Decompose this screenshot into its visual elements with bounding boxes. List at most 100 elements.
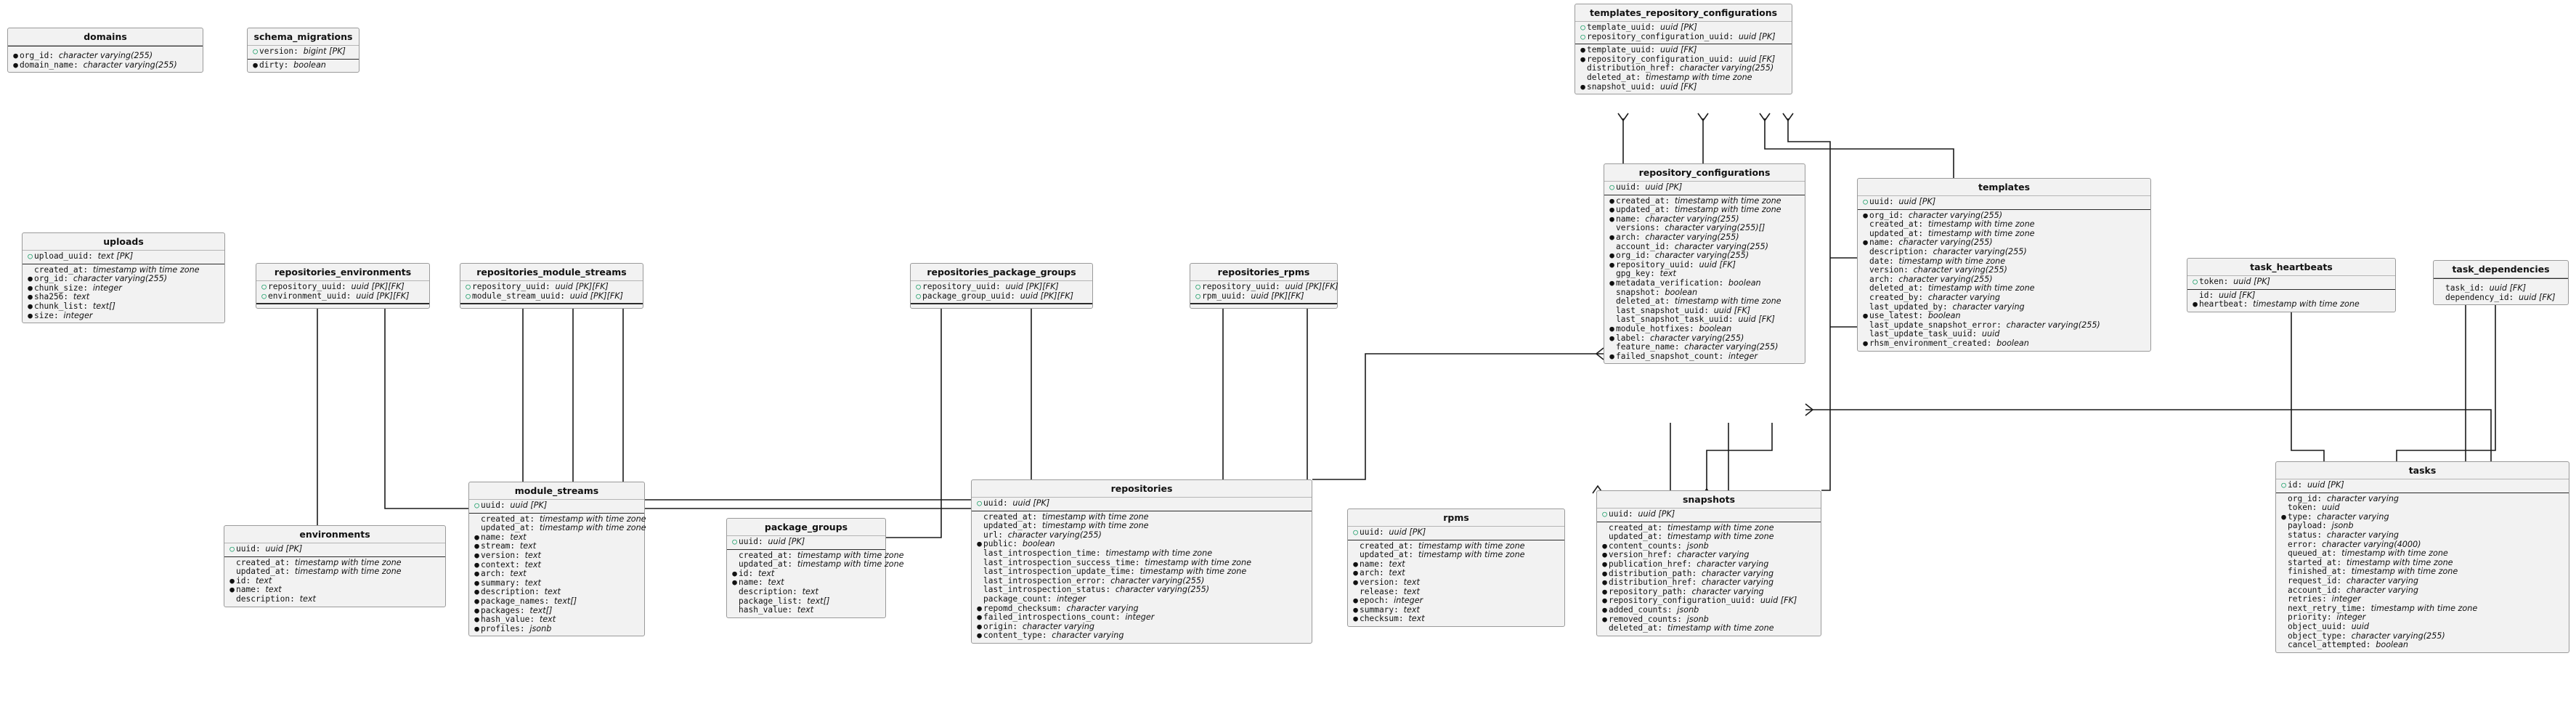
column-type: character varying bbox=[1052, 631, 1124, 641]
column-name: error: bbox=[2288, 539, 2323, 549]
column-name: last_update_task_uuid: bbox=[1869, 329, 1982, 339]
pk-bullet-icon: ○ bbox=[916, 282, 921, 291]
column-name: account_id: bbox=[2288, 585, 2347, 595]
table-tasks[interactable]: tasks○id: uuid [PK] org_id: character va… bbox=[2275, 461, 2569, 653]
table-module_streams[interactable]: module_streams○uuid: uuid [PK] created_a… bbox=[468, 482, 646, 637]
table-task_dependencies[interactable]: task_dependencies task_id: uuid [FK] dep… bbox=[2433, 260, 2569, 306]
column-row: queued_at: timestamp with time zone bbox=[2280, 548, 2564, 559]
column-name: name: bbox=[739, 578, 768, 588]
column-name: updated_at: bbox=[1360, 550, 1418, 560]
column-type: uuid [FK] bbox=[1699, 259, 1736, 270]
table-repositories_package_groups[interactable]: repositories_package_groups○repository_u… bbox=[910, 263, 1093, 309]
column-bullet-icon: ● bbox=[1580, 54, 1585, 64]
column-type: character varying(255) bbox=[2351, 631, 2445, 641]
table-schema_migrations[interactable]: schema_migrations○version: bigint [PK]●d… bbox=[247, 28, 359, 73]
column-name: updated_at: bbox=[739, 559, 797, 570]
column-bullet-icon: ● bbox=[1353, 604, 1358, 615]
column-type: jsonb bbox=[1686, 614, 1709, 624]
column-bullet-icon: ● bbox=[28, 310, 33, 320]
column-name: added_counts: bbox=[1609, 604, 1678, 615]
column-nobullet-icon bbox=[1608, 297, 1616, 307]
column-type: character varying bbox=[2326, 530, 2400, 540]
table-package_groups[interactable]: package_groups○uuid: uuid [PK] created_a… bbox=[726, 518, 904, 618]
table-uploads[interactable]: uploads○upload_uuid: text [PK] created_a… bbox=[22, 232, 225, 324]
column-bullet-icon: ● bbox=[229, 585, 235, 595]
column-type: uuid [FK] bbox=[2218, 290, 2256, 300]
table-title: repositories_rpms bbox=[1190, 264, 1337, 281]
pk-bullet-icon: ○ bbox=[916, 291, 921, 301]
column-type: character varying(255) bbox=[83, 60, 177, 70]
column-row: ○uuid: uuid [PK] bbox=[1601, 509, 1816, 519]
column-type: uuid [PK][FK] bbox=[569, 291, 623, 301]
column-row: last_update_task_uuid: uuid bbox=[1861, 330, 2146, 339]
column-row: ○repository_uuid: uuid [PK][FK] bbox=[914, 282, 1088, 292]
column-bullet-icon: ● bbox=[474, 596, 479, 606]
column-type: boolean bbox=[1927, 311, 1961, 321]
table-environments[interactable]: environments○uuid: uuid [PK] created_at:… bbox=[224, 525, 446, 607]
column-name: last_snapshot_uuid: bbox=[1616, 305, 1714, 315]
column-bullet-icon: ● bbox=[1602, 559, 1607, 569]
column-name: failed_snapshot_count: bbox=[1616, 351, 1728, 361]
table-templates_repository_configurations[interactable]: templates_repository_configurations○temp… bbox=[1575, 4, 1792, 95]
column-type: integer bbox=[1057, 593, 1086, 604]
pk-bullet-icon: ○ bbox=[253, 46, 258, 56]
table-repositories_rpms[interactable]: repositories_rpms○repository_uuid: uuid … bbox=[1190, 263, 1338, 309]
table-task_heartbeats[interactable]: task_heartbeats○token: uuid [PK] id: uui… bbox=[2187, 258, 2396, 312]
column-nobullet-icon bbox=[2280, 531, 2288, 540]
column-row: ○repository_uuid: uuid [PK][FK] bbox=[1194, 282, 1338, 292]
column-name: domain_name: bbox=[20, 60, 84, 70]
column-row: ●name: text bbox=[473, 532, 640, 543]
column-type: text bbox=[1659, 269, 1676, 279]
columns-section: created_at: timestamp with time zone upd… bbox=[224, 557, 445, 607]
table-repository_configurations[interactable]: repository_configurations○uuid: uuid [PK… bbox=[1604, 163, 1805, 365]
column-bullet-icon: ● bbox=[977, 631, 982, 641]
column-row: ●id: text bbox=[228, 576, 441, 586]
column-row: ●epoch: integer bbox=[1352, 596, 1560, 606]
column-name: version: bbox=[1360, 577, 1404, 587]
column-bullet-icon: ● bbox=[732, 568, 737, 578]
pk-bullet-icon: ○ bbox=[466, 291, 471, 301]
column-row: ○uuid: uuid [PK] bbox=[1861, 197, 2146, 207]
column-type: boolean bbox=[1665, 287, 1698, 297]
column-type: integer bbox=[1394, 596, 1423, 606]
column-type: text bbox=[802, 586, 818, 596]
table-domains[interactable]: domains●org_id: character varying(255)●d… bbox=[7, 28, 203, 73]
column-type: text bbox=[1389, 568, 1405, 578]
column-type: timestamp with time zone bbox=[1105, 548, 1213, 558]
column-nobullet-icon bbox=[1608, 343, 1616, 352]
column-bullet-icon: ● bbox=[1609, 351, 1614, 361]
table-repositories_module_streams[interactable]: repositories_module_streams○repository_u… bbox=[460, 263, 643, 309]
column-type: character varying bbox=[1952, 301, 2025, 312]
column-bullet-icon: ● bbox=[1609, 205, 1614, 215]
column-row: ●name: character varying(255) bbox=[1861, 238, 2146, 248]
table-title: repositories_environments bbox=[256, 264, 429, 281]
column-type: text bbox=[510, 569, 527, 579]
table-snapshots[interactable]: snapshots○uuid: uuid [PK] created_at: ti… bbox=[1596, 490, 1821, 636]
column-nobullet-icon bbox=[2280, 577, 2288, 586]
column-row: ●origin: character varying bbox=[975, 622, 1307, 632]
column-type: text bbox=[1408, 614, 1425, 624]
columns-section: ●org_id: character varying(255) created_… bbox=[1858, 210, 2150, 351]
table-repositories_environments[interactable]: repositories_environments○repository_uui… bbox=[256, 263, 430, 309]
column-name: distribution_href: bbox=[1587, 63, 1680, 73]
column-name: feature_name: bbox=[1616, 342, 1685, 352]
column-name: hash_value: bbox=[481, 615, 540, 625]
column-type: integer bbox=[1728, 351, 1758, 361]
column-type: character varying(255) bbox=[1645, 232, 1739, 242]
column-row: ●heartbeat: timestamp with time zone bbox=[2191, 299, 2391, 309]
column-row: ●version_href: character varying bbox=[1601, 551, 1816, 560]
table-rpms[interactable]: rpms○uuid: uuid [PK] created_at: timesta… bbox=[1347, 509, 1565, 627]
table-templates[interactable]: templates○uuid: uuid [PK]●org_id: charac… bbox=[1857, 178, 2151, 352]
column-name: created_at: bbox=[1609, 522, 1667, 532]
table-repositories[interactable]: repositories○uuid: uuid [PK] created_at:… bbox=[971, 479, 1312, 644]
column-bullet-icon: ● bbox=[1863, 311, 1868, 321]
column-row: version: character varying(255) bbox=[1861, 265, 2146, 275]
column-name: label: bbox=[1616, 333, 1651, 343]
column-type: uuid [PK] bbox=[1660, 23, 1697, 32]
column-type: timestamp with time zone bbox=[1145, 557, 1251, 567]
column-row: ●profiles: jsonb bbox=[473, 624, 640, 634]
pk-bullet-icon: ○ bbox=[1863, 197, 1868, 206]
column-row: ●name: text bbox=[731, 578, 881, 588]
column-type: text bbox=[510, 532, 527, 542]
